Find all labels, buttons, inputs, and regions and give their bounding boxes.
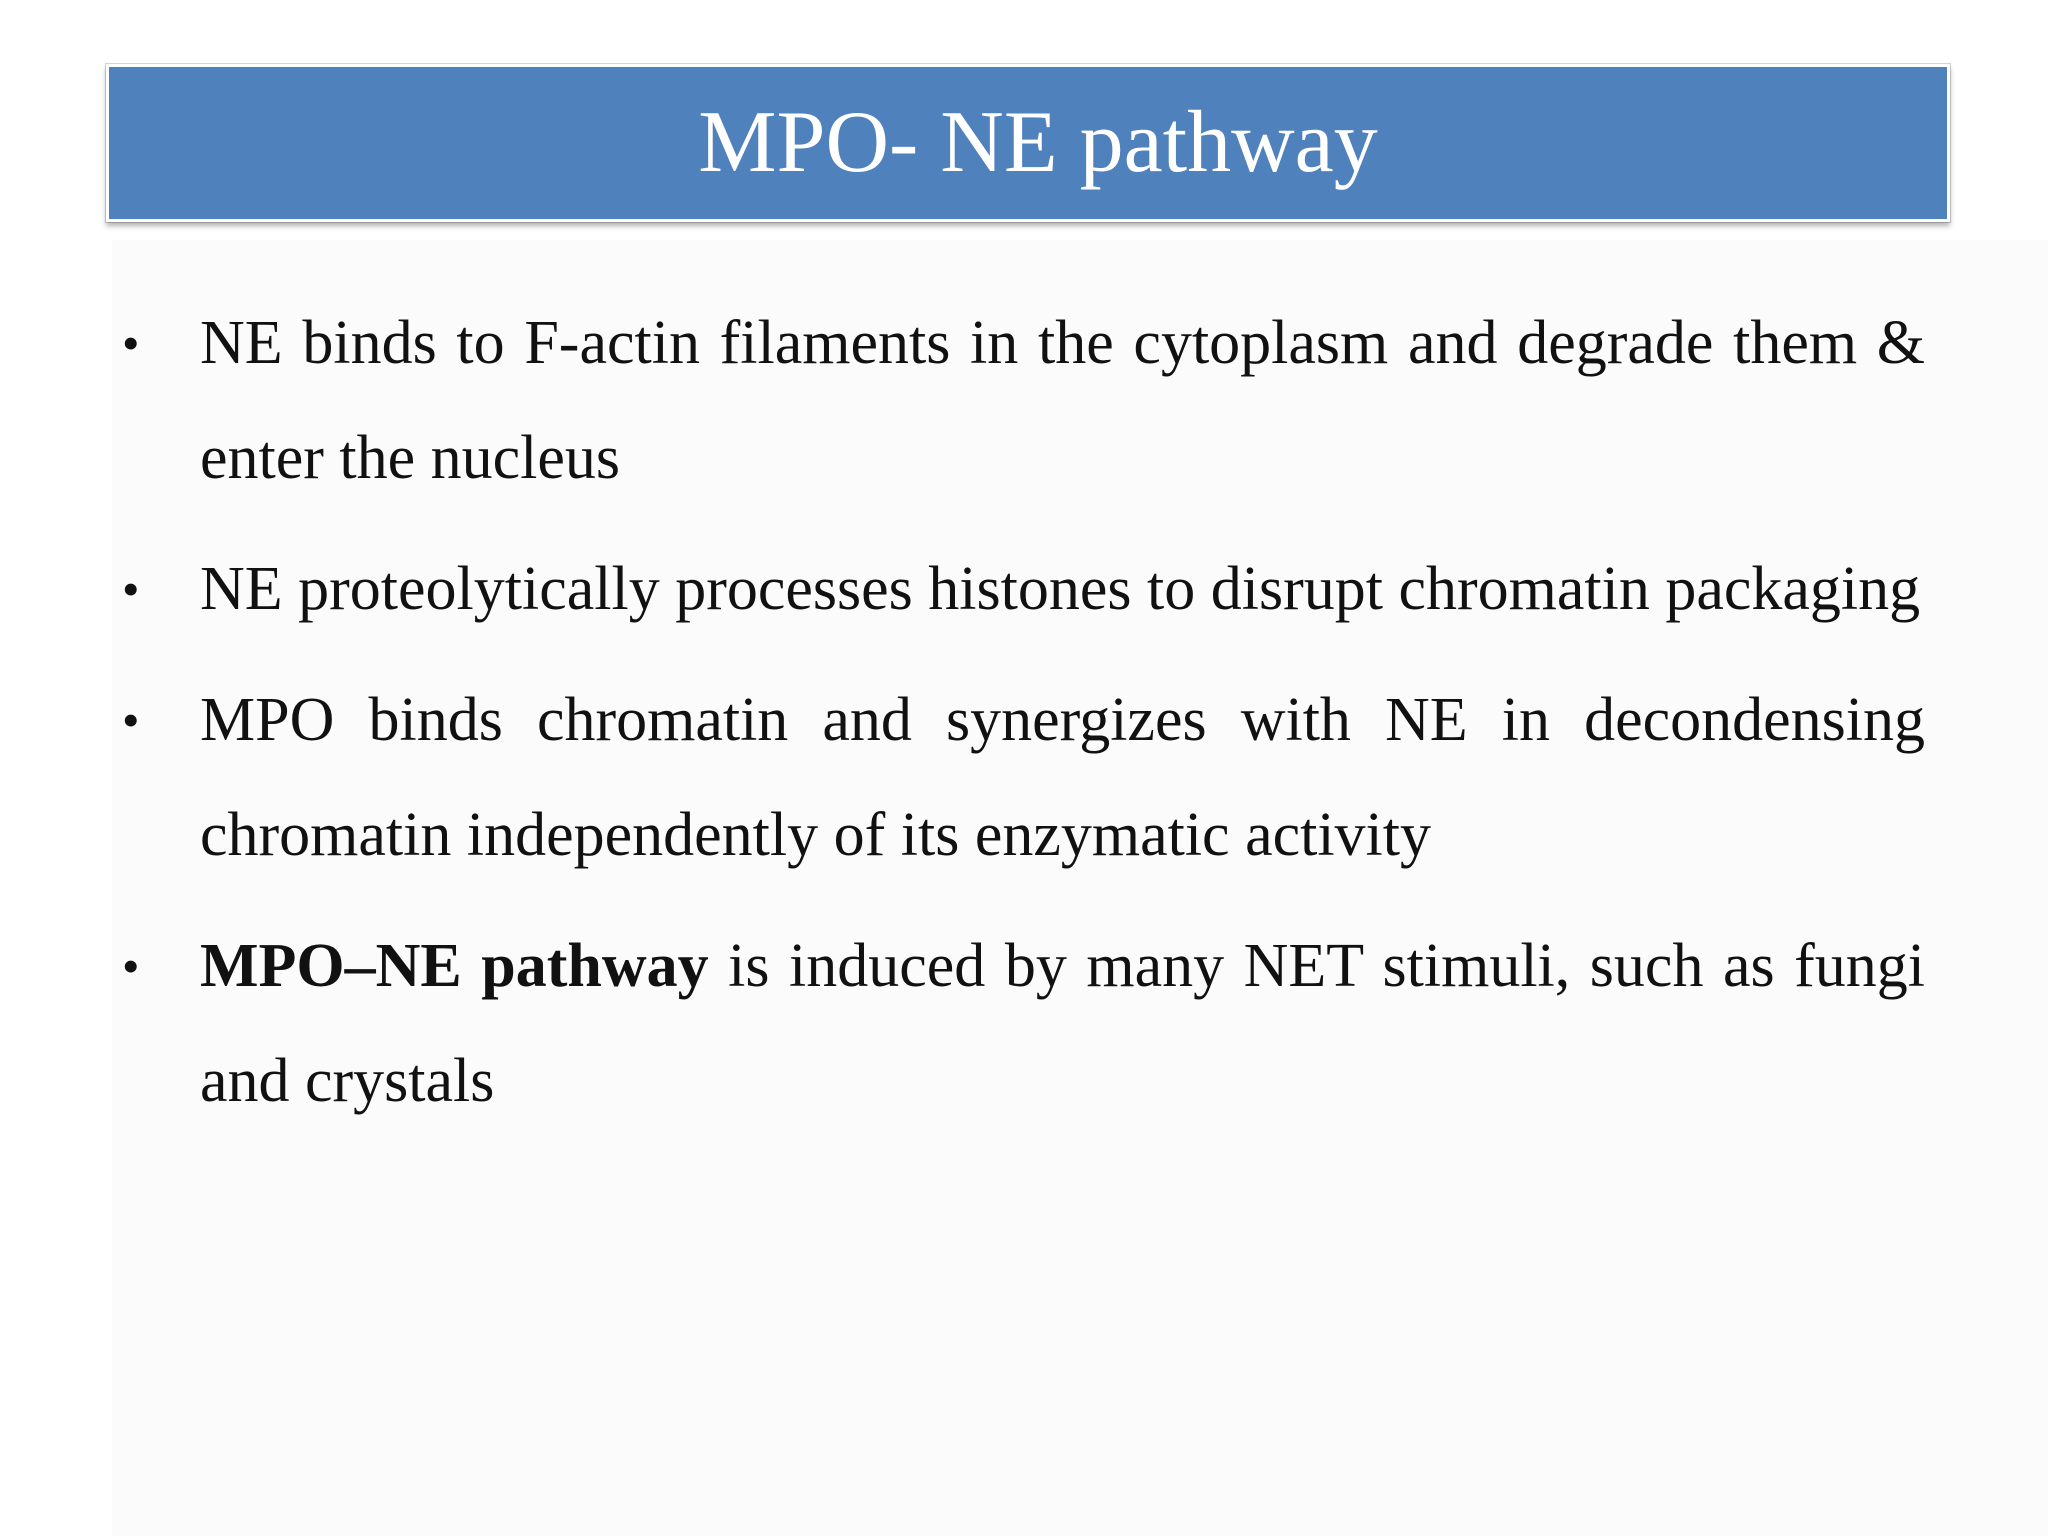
bullet-text: is induced by many NET stimuli, such as … xyxy=(200,932,1925,1115)
bullet-item: • NE proteolytically processes histones … xyxy=(120,532,1925,647)
content-background xyxy=(112,240,2048,1536)
bullet-text: NE proteolytically processes histones to… xyxy=(200,555,1921,623)
bullet-icon: • xyxy=(122,315,140,371)
bullet-item: • MPO binds chromatin and synergizes wit… xyxy=(120,663,1925,893)
bullet-icon: • xyxy=(122,938,140,994)
bullet-icon: • xyxy=(122,692,140,748)
bullet-list: • NE binds to F-actin filaments in the c… xyxy=(120,286,1925,1155)
slide-title: MPO- NE pathway xyxy=(698,94,1378,191)
bullet-text: MPO binds chromatin and synergizes with … xyxy=(200,686,1925,869)
bullet-icon: • xyxy=(122,561,140,617)
bullet-item: • NE binds to F-actin filaments in the c… xyxy=(120,286,1925,516)
bullet-text: NE binds to F-actin filaments in the cyt… xyxy=(200,309,1925,492)
bullet-bold-term: MPO–NE pathway xyxy=(200,932,709,1000)
title-bar: MPO- NE pathway xyxy=(106,64,1950,222)
bullet-item: • MPO–NE pathway is induced by many NET … xyxy=(120,909,1925,1139)
